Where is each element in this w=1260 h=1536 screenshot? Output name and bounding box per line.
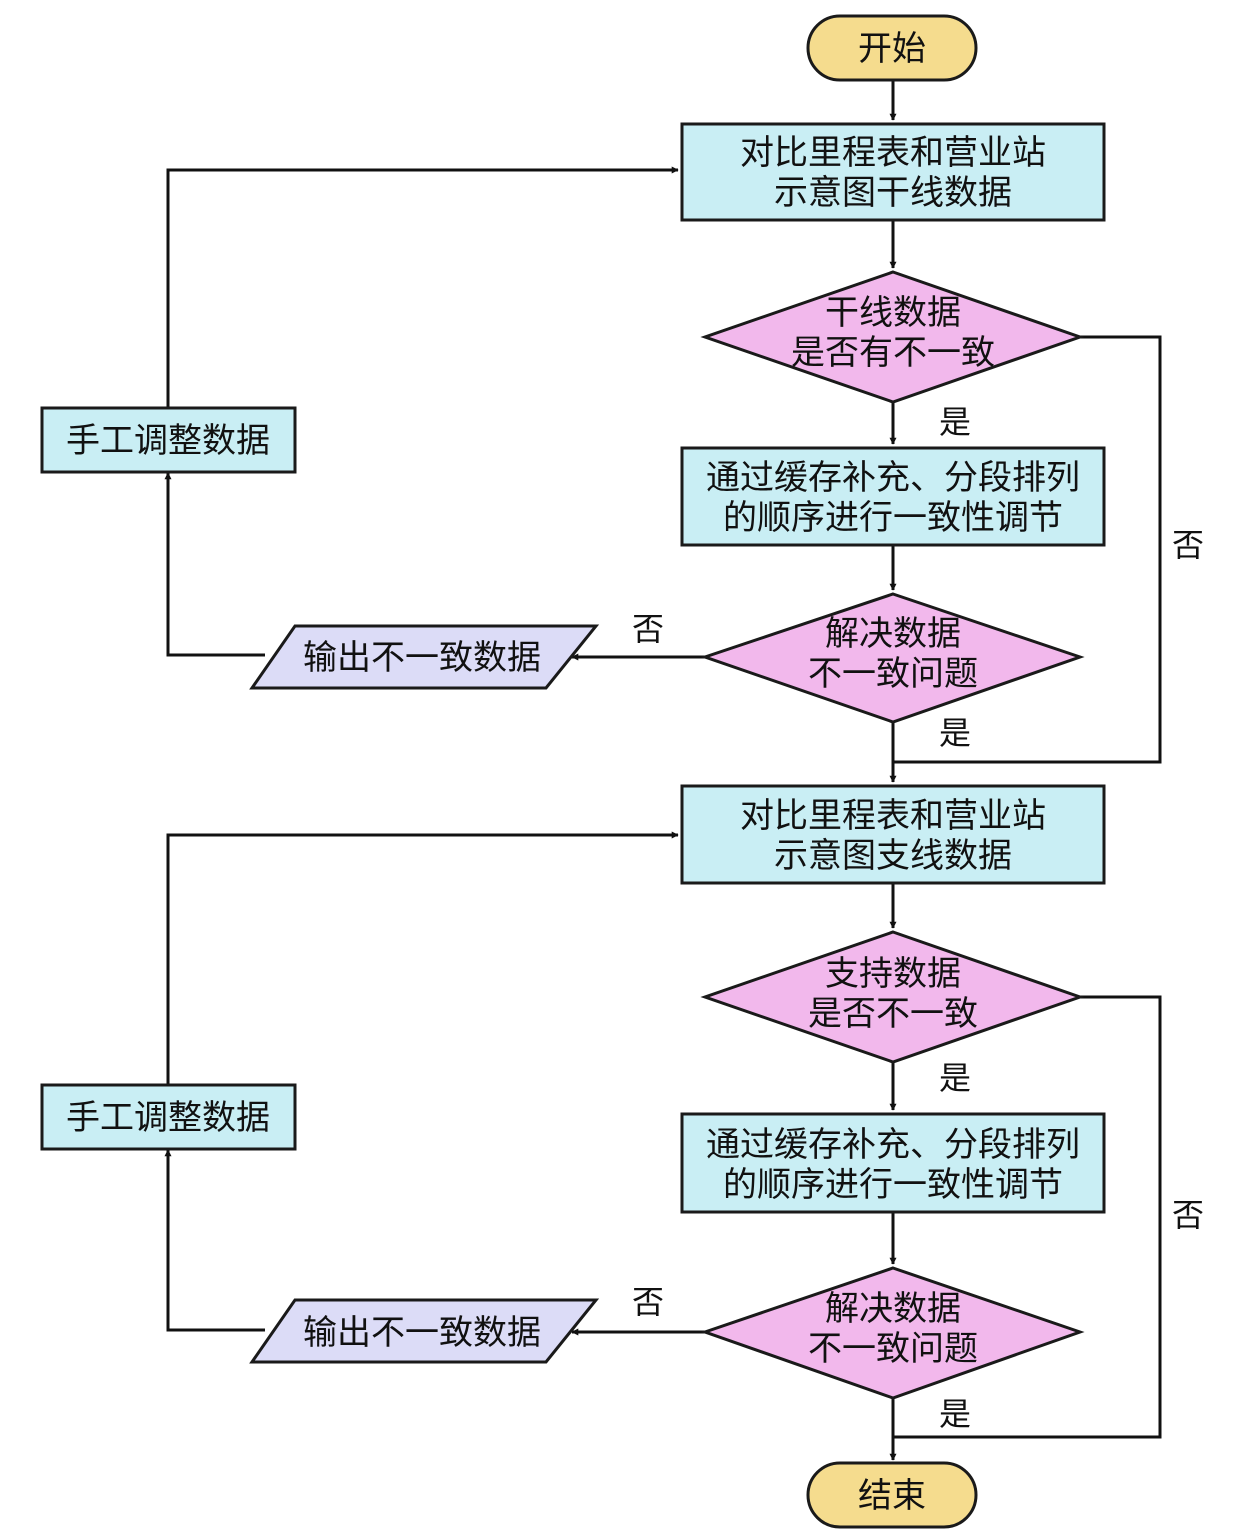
branch-compare-node: 对比里程表和营业站 示意图支线数据 bbox=[680, 784, 1106, 885]
trunk-check-decision: 干线数据 是否有不一致 bbox=[700, 270, 1085, 404]
branch-check-no-path bbox=[893, 995, 1162, 1439]
branch-adjust-node: 通过缓存补充、分段排列 的顺序进行一致性调节 bbox=[680, 1112, 1106, 1214]
trunk-resolved-yes-label: 是 bbox=[939, 714, 971, 752]
start-node: 开始 bbox=[806, 14, 978, 82]
connectors bbox=[164, 80, 1162, 1461]
svg-text:示意图干线数据: 示意图干线数据 bbox=[774, 173, 1012, 213]
arrow-trunk-manual-to-compare bbox=[166, 166, 679, 408]
trunk-resolved-no-label: 否 bbox=[632, 610, 664, 648]
branch-resolved-decision: 解决数据 不一致问题 bbox=[700, 1266, 1085, 1400]
svg-text:是否有不一致: 是否有不一致 bbox=[791, 333, 995, 373]
branch-check-no-label: 否 bbox=[1172, 1196, 1204, 1234]
svg-text:不一致问题: 不一致问题 bbox=[808, 654, 978, 694]
branch-check-decision: 支持数据 是否不一致 bbox=[700, 930, 1085, 1064]
branch-output-node: 输出不一致数据 bbox=[249, 1298, 600, 1364]
svg-text:解决数据: 解决数据 bbox=[825, 614, 961, 654]
svg-text:通过缓存补充、分段排列: 通过缓存补充、分段排列 bbox=[706, 1125, 1080, 1165]
trunk-check-no-path bbox=[893, 335, 1162, 764]
svg-text:干线数据: 干线数据 bbox=[825, 293, 961, 333]
svg-text:示意图支线数据: 示意图支线数据 bbox=[774, 836, 1012, 876]
svg-text:结束: 结束 bbox=[858, 1476, 926, 1516]
branch-resolved-yes-label: 是 bbox=[939, 1395, 971, 1433]
end-node: 结束 bbox=[806, 1461, 978, 1529]
svg-text:输出不一致数据: 输出不一致数据 bbox=[303, 1313, 541, 1353]
branch-check-yes-label: 是 bbox=[939, 1059, 971, 1097]
arrow-branch-manual-to-compare bbox=[166, 831, 679, 1085]
svg-text:不一致问题: 不一致问题 bbox=[808, 1329, 978, 1369]
branch-resolved-no-label: 否 bbox=[632, 1283, 664, 1321]
svg-text:是否不一致: 是否不一致 bbox=[808, 994, 978, 1034]
svg-text:支持数据: 支持数据 bbox=[825, 954, 961, 994]
svg-text:解决数据: 解决数据 bbox=[825, 1289, 961, 1329]
svg-text:通过缓存补充、分段排列: 通过缓存补充、分段排列 bbox=[706, 458, 1080, 498]
trunk-resolved-decision: 解决数据 不一致问题 bbox=[700, 592, 1085, 724]
svg-text:开始: 开始 bbox=[858, 29, 926, 69]
svg-text:手工调整数据: 手工调整数据 bbox=[66, 421, 270, 461]
svg-text:手工调整数据: 手工调整数据 bbox=[66, 1098, 270, 1138]
svg-text:的顺序进行一致性调节: 的顺序进行一致性调节 bbox=[723, 498, 1063, 538]
svg-text:的顺序进行一致性调节: 的顺序进行一致性调节 bbox=[723, 1165, 1063, 1205]
arrow-branch-output-to-manual bbox=[164, 1149, 265, 1332]
trunk-compare-node: 对比里程表和营业站 示意图干线数据 bbox=[680, 122, 1106, 222]
trunk-check-yes-label: 是 bbox=[939, 403, 971, 441]
arrow-trunk-output-to-manual bbox=[164, 472, 265, 657]
svg-text:输出不一致数据: 输出不一致数据 bbox=[303, 638, 541, 678]
trunk-output-node: 输出不一致数据 bbox=[249, 624, 600, 690]
branch-manual-node: 手工调整数据 bbox=[40, 1083, 297, 1151]
trunk-adjust-node: 通过缓存补充、分段排列 的顺序进行一致性调节 bbox=[680, 446, 1106, 547]
svg-text:对比里程表和营业站: 对比里程表和营业站 bbox=[740, 796, 1046, 836]
svg-text:对比里程表和营业站: 对比里程表和营业站 bbox=[740, 133, 1046, 173]
trunk-check-no-label: 否 bbox=[1172, 526, 1204, 564]
trunk-manual-node: 手工调整数据 bbox=[40, 406, 297, 474]
